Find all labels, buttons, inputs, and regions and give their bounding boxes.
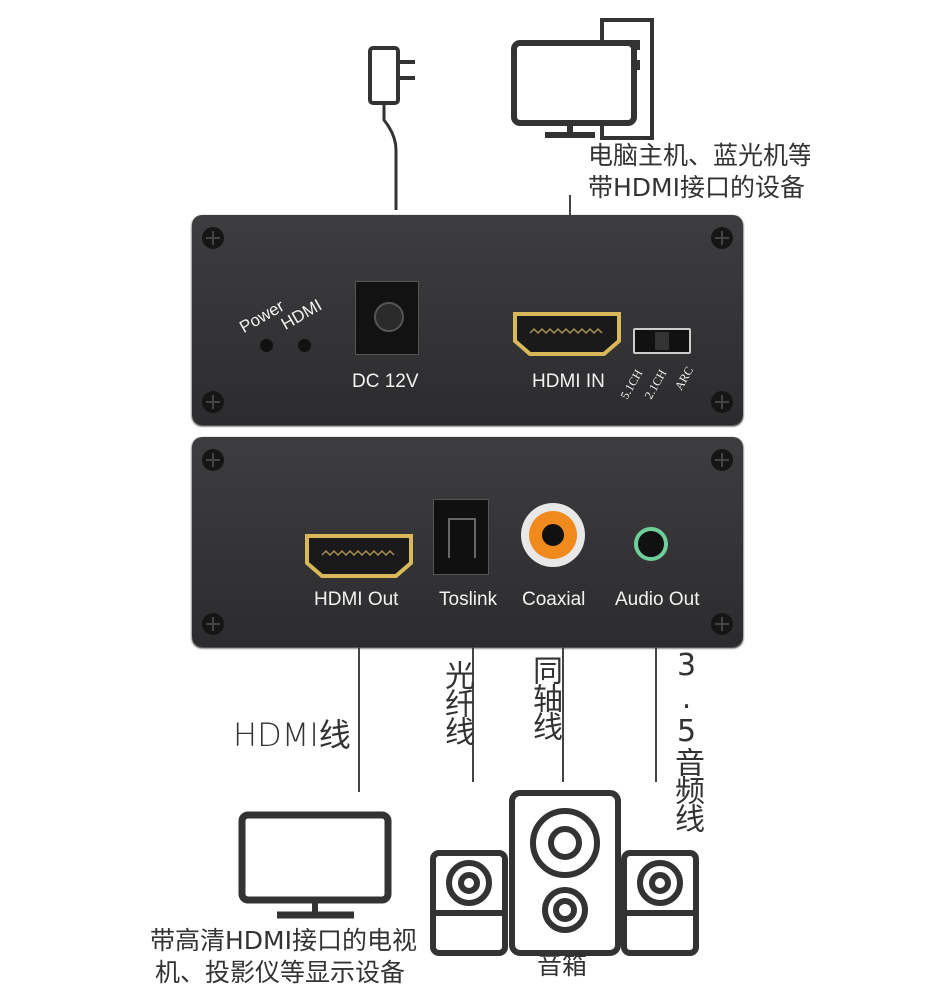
coaxial-port	[521, 503, 585, 567]
screw-icon	[202, 613, 224, 635]
power-led	[260, 339, 273, 352]
audio-out-label: Audio Out	[615, 589, 700, 610]
display-device-label: 带高清HDMI接口的电视 机、投影仪等显示设备	[150, 925, 417, 989]
switch-option-2-1ch: 2.1CH	[641, 367, 670, 402]
dc-jack	[355, 281, 419, 355]
mode-switch[interactable]	[633, 328, 691, 354]
coaxial-cable-label: 同轴线	[527, 655, 562, 739]
hdmi-led	[298, 339, 311, 352]
source-label-line1: 电脑主机、蓝光机等	[588, 141, 810, 170]
screw-icon	[202, 227, 224, 249]
aux-cable-label: 3.5音频线	[669, 648, 704, 831]
screw-icon	[711, 449, 733, 471]
optical-cable	[472, 647, 474, 782]
dc-label: DC 12V	[352, 371, 419, 392]
speaker-label: 音箱	[537, 951, 588, 980]
toslink-label: Toslink	[439, 589, 498, 610]
display-label-line2: 机、投影仪等显示设备	[154, 958, 405, 987]
hdmi-in-label: HDMI IN	[532, 371, 605, 392]
audio-out-port	[634, 527, 668, 561]
hdmi-out-port	[305, 534, 413, 578]
power-adapter-icon	[368, 46, 415, 210]
aux-cable	[655, 647, 657, 782]
switch-option-5-1ch: 5.1CH	[617, 367, 646, 402]
switch-option-arc: ARC	[671, 364, 697, 393]
screw-icon	[711, 613, 733, 635]
speaker-system-icon	[430, 790, 699, 956]
screw-icon	[711, 227, 733, 249]
source-device-label: 电脑主机、蓝光机等 带HDMI接口的设备	[588, 140, 810, 204]
tv-icon	[238, 811, 392, 919]
screw-icon	[202, 449, 224, 471]
display-label-line1: 带高清HDMI接口的电视	[150, 926, 417, 955]
computer-icon	[511, 18, 654, 140]
hdmi-in-cable	[569, 195, 571, 217]
optical-cable-label: 光纤线	[439, 660, 474, 744]
hdmi-led-label: HDMI	[277, 295, 326, 334]
screw-icon	[202, 391, 224, 413]
hdmi-cable-label: HDMI线	[233, 716, 351, 754]
hdmi-in-port	[513, 312, 621, 356]
hdmi-out-cable	[358, 647, 360, 792]
hdmi-out-label: HDMI Out	[314, 589, 399, 610]
coaxial-cable	[562, 647, 564, 782]
screw-icon	[711, 391, 733, 413]
coaxial-label: Coaxial	[522, 589, 586, 610]
source-label-line2: 带HDMI接口的设备	[588, 173, 805, 202]
toslink-port	[433, 499, 489, 575]
back-panel: HDMI Out Toslink Coaxial Audio Out	[192, 437, 743, 647]
front-panel: Power HDMI DC 12V HDMI IN 5.1CH 2.1CH AR…	[192, 215, 743, 425]
